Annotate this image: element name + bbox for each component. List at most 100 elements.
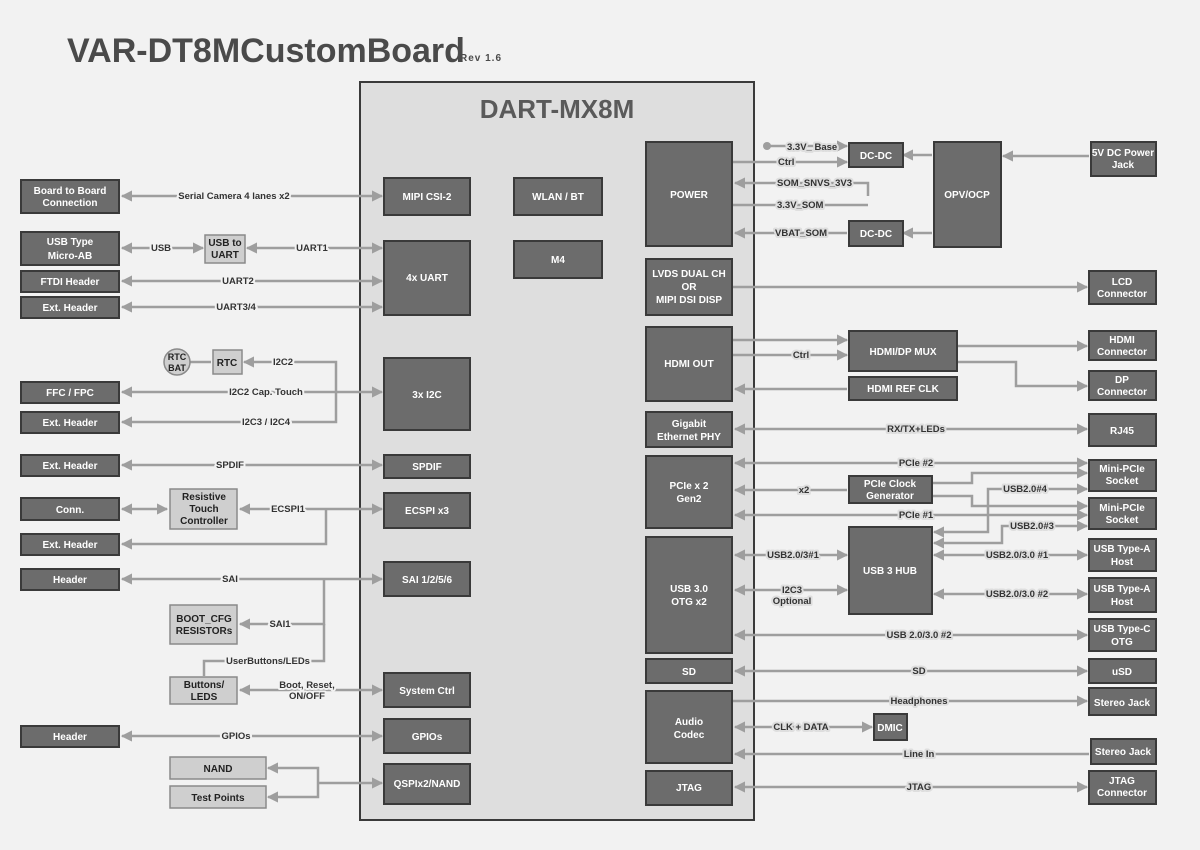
soc-right-column: POWER LVDS DUAL CH OR MIPI DSI DISP HDMI… [645, 141, 733, 806]
line-clk-mpcie1 [932, 467, 1089, 485]
block-ecspi: ECSPI x3 [405, 506, 449, 517]
label-3v3-base: 3.3V_ Base [787, 142, 837, 153]
conn-ext-header-i2c: Ext. Header [42, 418, 97, 429]
label-boot-reset-1: Boot, Reset, [279, 680, 334, 691]
block-gpios: GPIOs [412, 732, 443, 743]
usb-to-uart-1: USB to [208, 238, 241, 249]
label-sai1: SAI1 [269, 619, 291, 630]
board-title: VAR-DT8MCustomBoard [67, 32, 465, 70]
block-sai: SAI 1/2/5/6 [402, 575, 452, 586]
buttons-leds-2: LEDS [191, 692, 218, 703]
stereo-jack-2: Stereo Jack [1095, 747, 1152, 758]
label-uart1: UART1 [296, 243, 328, 254]
connection-lines [120, 140, 1089, 803]
mini-pcie-2a: Mini-PCIe [1099, 503, 1145, 514]
power-jack-2: Jack [1112, 160, 1135, 171]
line-sai1 [238, 579, 326, 630]
label-i2c3: I2C3 [782, 585, 802, 596]
label-rxtx: RX/TX+LEDs [887, 424, 945, 435]
block-system-ctrl: System Ctrl [399, 686, 455, 697]
usd: uSD [1112, 667, 1132, 678]
conn-usb-microab-2: Micro-AB [48, 251, 92, 262]
mini-pcie-2b: Socket [1106, 515, 1139, 526]
block-gbe-2: Ethernet PHY [657, 432, 721, 443]
touch-ctrl-1: Resistive [182, 492, 226, 503]
signal-labels: Serial Camera 4 lanes x2 USB UART1 UART2… [149, 140, 1056, 795]
label-ctrl: Ctrl [778, 157, 794, 168]
label-sai: SAI [222, 574, 238, 585]
conn-ext-header-uart: Ext. Header [42, 303, 97, 314]
block-gbe-1: Gigabit [672, 419, 707, 430]
boot-cfg-1: BOOT_CFG [176, 614, 232, 625]
label-pcie2: PCIe #2 [899, 458, 933, 469]
label-3v3-som: 3.3V_SOM [777, 200, 824, 211]
hdmi-dp-mux: HDMI/DP MUX [869, 347, 936, 358]
conn-ext-header-ecspi: Ext. Header [42, 540, 97, 551]
right-components: DC-DC DC-DC OPV/OCP 5V DC Power Jack LCD… [848, 141, 1157, 805]
label-serial-camera: Serial Camera 4 lanes x2 [178, 191, 289, 202]
usb-a1-1: USB Type-A [1093, 544, 1150, 555]
line-nand-tp [266, 762, 320, 803]
pcie-clk-1: PCIe Clock [864, 479, 917, 490]
label-usb203-1: USB2.0/3#1 [767, 550, 819, 561]
usb-to-uart-2: UART [211, 250, 239, 261]
rtc-battery-icon [163, 348, 191, 376]
block-power: POWER [670, 190, 709, 201]
conn-ffc-fpc: FFC / FPC [46, 388, 94, 399]
lcd-conn-2: Connector [1097, 289, 1147, 300]
jtag-conn-1: JTAG [1109, 776, 1135, 787]
conn-usb-microab-1: USB Type [47, 237, 94, 248]
touch-ctrl-2: Touch [189, 504, 218, 515]
soc-left-column: MIPI CSI-2 4x UART 3x I2C SPDIF ECSPI x3… [383, 177, 471, 805]
line-dp-conn [958, 360, 1089, 392]
label-clk-data: CLK + DATA [773, 722, 828, 733]
line-usb20-3 [932, 520, 1089, 549]
label-usb2030-2: USB2.0/3.0 #2 [986, 589, 1048, 600]
power-jack-1: 5V DC Power [1092, 148, 1154, 159]
lcd-conn-1: LCD [1112, 277, 1133, 288]
dcdc-bottom: DC-DC [860, 229, 892, 240]
label-i2c34: I2C3 / I2C4 [242, 417, 291, 428]
label-usb20-4: USB2.0#4 [1003, 484, 1048, 495]
conn-b2b-1: Board to Board [34, 186, 107, 197]
conn-header-sai: Header [53, 575, 87, 586]
block-lvds-2: OR [682, 282, 698, 293]
block-wlan-bt: WLAN / BT [532, 192, 584, 203]
rtc-bat-2: BAT [168, 363, 186, 373]
revision-label: Rev 1.6 [460, 53, 502, 64]
dcdc-top: DC-DC [860, 151, 892, 162]
line-ecspi-ext [120, 509, 328, 550]
block-hdmi-out: HDMI OUT [664, 359, 713, 370]
label-i2c2: I2C2 [273, 357, 293, 368]
mini-pcie-1a: Mini-PCIe [1099, 464, 1145, 475]
usb-c-1: USB Type-C [1093, 624, 1150, 635]
block-lvds-3: MIPI DSI DISP [656, 295, 722, 306]
label-line-in: Line In [904, 749, 935, 760]
conn-conn: Conn. [56, 505, 85, 516]
hdmi-conn-2: Connector [1097, 347, 1147, 358]
mini-pcie-1b: Socket [1106, 476, 1139, 487]
usb-a1-2: Host [1111, 557, 1134, 568]
block-3x-i2c: 3x I2C [412, 390, 441, 401]
touch-ctrl-3: Controller [180, 516, 228, 527]
block-audio-2: Codec [674, 730, 705, 741]
block-4x-uart: 4x UART [406, 273, 448, 284]
line-user-buttons [202, 624, 326, 676]
soc-middle-column: WLAN / BT M4 [513, 177, 603, 279]
rj45: RJ45 [1110, 426, 1134, 437]
label-som-snvs: SOM_SNVS_3V3 [777, 178, 852, 189]
nand: NAND [204, 764, 233, 775]
conn-header-gpio: Header [53, 732, 87, 743]
rtc-chip: RTC [217, 358, 238, 369]
block-qspi: QSPIx2/NAND [394, 779, 461, 790]
hdmi-ref-clk: HDMI REF CLK [867, 384, 939, 395]
label-spdif: SPDIF [216, 460, 244, 471]
conn-ftdi: FTDI Header [41, 277, 100, 288]
conn-ext-header-spdif: Ext. Header [42, 461, 97, 472]
block-spdif: SPDIF [412, 462, 441, 473]
usb-c-2: OTG [1111, 637, 1133, 648]
stereo-jack-1: Stereo Jack [1094, 698, 1151, 709]
block-lvds-1: LVDS DUAL CH [652, 269, 726, 280]
block-pcie-1: PCIe x 2 [670, 481, 709, 492]
